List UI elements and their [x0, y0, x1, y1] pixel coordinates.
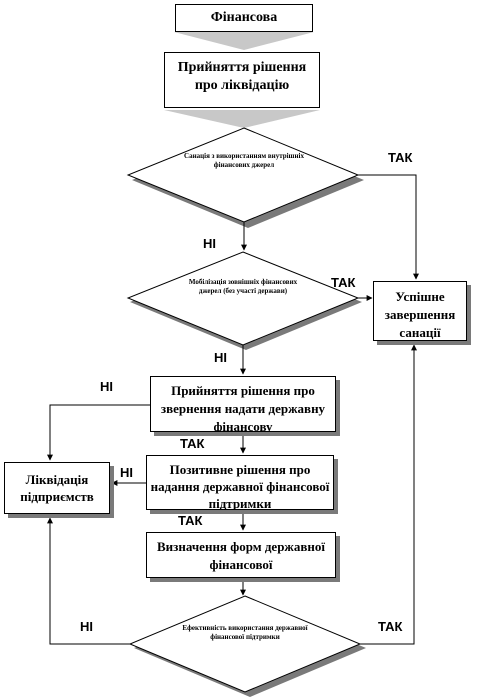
success-box-text: Успішне завершення санації: [384, 289, 456, 340]
connector: [360, 344, 417, 645]
connector: [47, 404, 150, 461]
edge-label-yes: ТАК: [388, 150, 413, 165]
edge-label-no: НІ: [100, 379, 113, 394]
start-box: Фінансова: [175, 4, 313, 32]
success-box: Успішне завершення санації: [373, 281, 467, 341]
connector: [358, 174, 419, 280]
edge-label-yes: ТАК: [180, 436, 205, 451]
edge-label-no: НІ: [120, 465, 133, 480]
edge-label-no: НІ: [203, 236, 216, 251]
define-forms-text: Визначення форм державної фінансової: [157, 539, 325, 572]
positive-decision-box: Позитивне рішення про надання державної …: [146, 455, 334, 510]
decision-diamond-external: [126, 251, 360, 346]
appeal-box-text: Прийняття рішення про звернення надати д…: [160, 383, 326, 432]
edge-label-yes: ТАК: [178, 513, 203, 528]
start-box-text: Фінансова: [210, 10, 278, 25]
decision-diamond-internal: [126, 127, 360, 223]
efficiency-text: Ефективність використання державної фіна…: [182, 624, 308, 641]
appeal-box: Прийняття рішення про звернення надати д…: [150, 376, 336, 432]
edge-label-yes: ТАК: [378, 619, 403, 634]
check-external-text: Мобілізація зовнішніх фінансових джерел …: [188, 278, 298, 295]
decision-diamond-efficiency: [128, 595, 362, 693]
connector: [47, 517, 130, 645]
positive-decision-text: Позитивне рішення про надання державної …: [150, 462, 330, 510]
decision-accept-text: Прийняття рішення про ліквідацію: [177, 60, 307, 93]
edge-label-no: НІ: [214, 350, 227, 365]
funnel-shape: [164, 110, 320, 128]
edge-label-no: НІ: [80, 619, 93, 634]
edge-label-yes: ТАК: [331, 275, 356, 290]
funnel-shape: [174, 32, 314, 50]
decision-accept-box: Прийняття рішення про ліквідацію: [164, 52, 320, 108]
check-internal-text: Санація з використанням внутрішніх фінан…: [184, 152, 304, 169]
liquidation-box-text: Ліквідація підприємств: [20, 472, 94, 504]
liquidation-box: Ліквідація підприємств: [4, 462, 110, 514]
define-forms-box: Визначення форм державної фінансової: [146, 532, 336, 578]
